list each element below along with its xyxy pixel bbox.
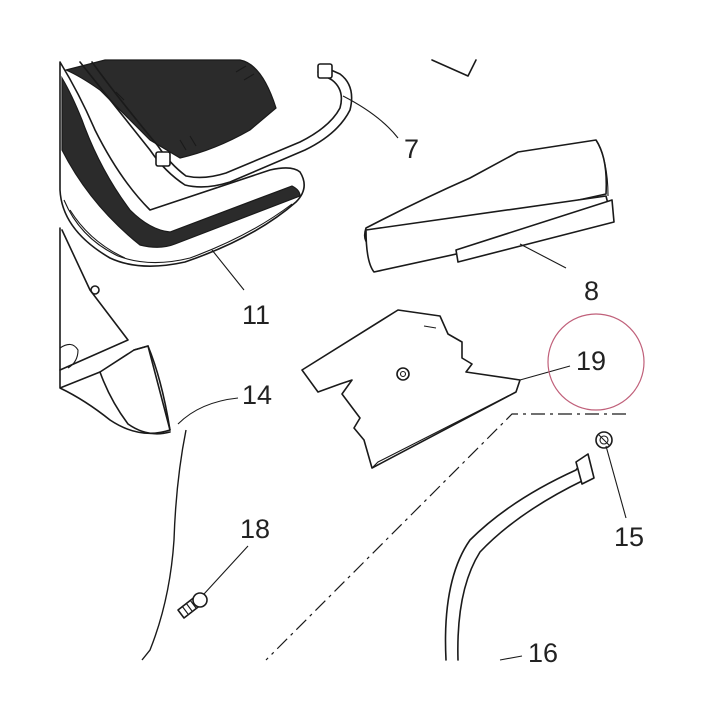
callout-16: 16 <box>528 638 558 668</box>
leader-7 <box>342 95 399 139</box>
part-7-handle-frame <box>79 61 353 188</box>
leader-11 <box>211 249 245 291</box>
centerline-cable <box>141 429 187 661</box>
leader-14 <box>177 397 239 425</box>
leader-8 <box>519 243 567 269</box>
centerline-assembly <box>265 413 626 661</box>
leader-16 <box>499 655 523 661</box>
part-19-bracket-plate <box>301 309 521 469</box>
highlight-circle-19 <box>547 313 645 411</box>
part-18-screw <box>177 592 208 619</box>
part-15-grommet <box>595 431 613 449</box>
part-14-side-body <box>59 227 171 435</box>
partial-part-top <box>431 59 477 77</box>
part-11-housing <box>59 59 305 267</box>
part-16-hose <box>444 453 595 661</box>
callout-19: 19 <box>576 346 606 376</box>
leader-18 <box>203 545 249 595</box>
leader-19 <box>519 365 571 381</box>
callout-8: 8 <box>584 276 599 306</box>
part-8-cover <box>363 139 615 273</box>
callout-18: 18 <box>240 514 270 544</box>
callout-14: 14 <box>242 380 272 410</box>
callout-7: 7 <box>404 134 419 164</box>
callout-15: 15 <box>614 522 644 552</box>
callout-11: 11 <box>242 300 270 330</box>
leader-15 <box>605 445 627 519</box>
